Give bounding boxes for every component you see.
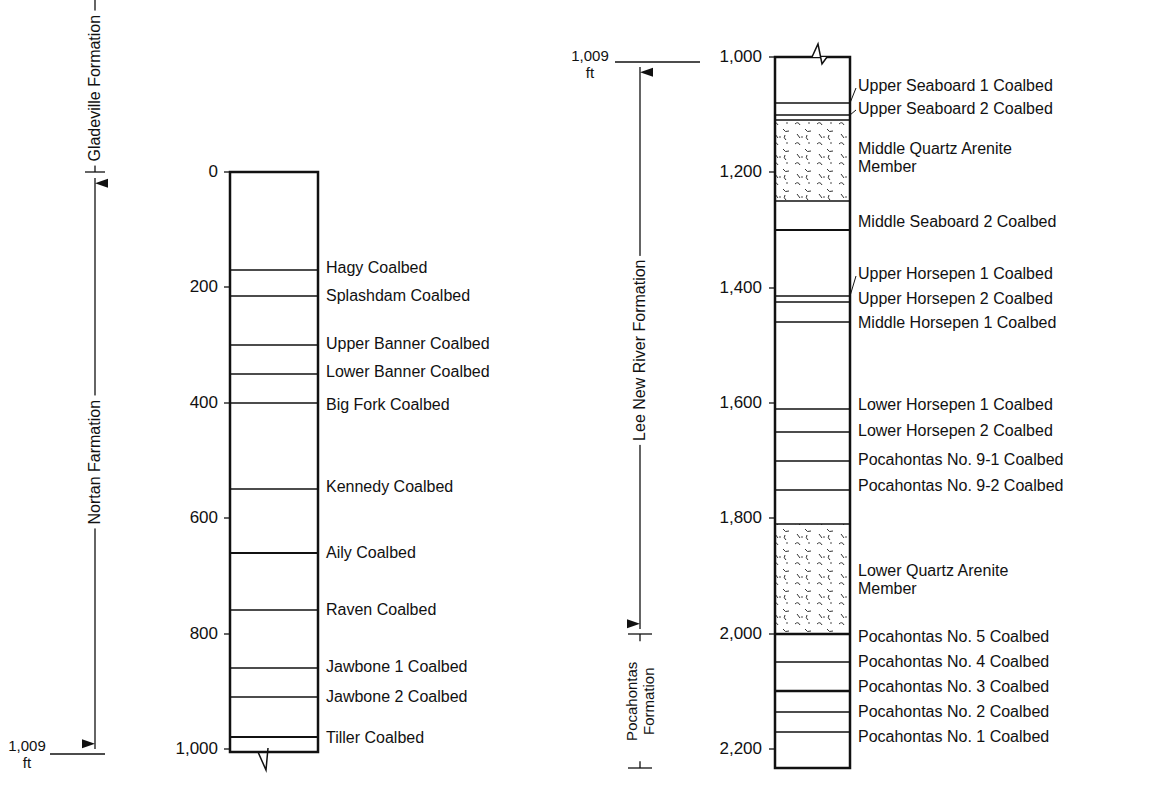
coalbed-label: Pocahontas No. 2 Coalbed [858, 703, 1049, 721]
depth-tick: 1,000 [175, 739, 218, 759]
coalbed-label: Pocahontas No. 3 Coalbed [858, 678, 1049, 696]
coalbed-label: Pocahontas No. 4 Coalbed [858, 653, 1049, 671]
coalbed-label: Tiller Coalbed [326, 729, 424, 747]
coalbed-label: Big Fork Coalbed [326, 396, 450, 414]
coalbed-label: Pocahontas No. 9-2 Coalbed [858, 477, 1063, 495]
coalbed-label: Upper Horsepen 1 Coalbed [858, 265, 1053, 283]
depth-tick: 200 [190, 277, 218, 297]
coalbed-label: Pocahontas No. 1 Coalbed [858, 728, 1049, 746]
depth-label: 1,009 ft [567, 47, 613, 82]
formation-label: Nortan Farmation [86, 396, 104, 529]
coalbed-label: Middle Seaboard 2 Coalbed [858, 213, 1056, 231]
depth-tick: 600 [190, 508, 218, 528]
coalbed-label: Jawbone 2 Coalbed [326, 688, 467, 706]
coalbed-label: Pocahontas No. 5 Coalbed [858, 628, 1049, 646]
coalbed-label: Hagy Coalbed [326, 259, 427, 277]
coalbed-label: Raven Coalbed [326, 601, 436, 619]
coalbed-label: Lower Banner Coalbed [326, 363, 490, 381]
depth-tick: 1,200 [719, 162, 762, 182]
coalbed-label: Jawbone 1 Coalbed [326, 658, 467, 676]
depth-tick: 1,400 [719, 278, 762, 298]
coalbed-label: Upper Seaboard 2 Coalbed [858, 100, 1053, 118]
coalbed-label: Upper Banner Coalbed [326, 335, 490, 353]
depth-tick: 400 [190, 393, 218, 413]
depth-tick: 1,000 [719, 47, 762, 67]
coalbed-label: Middle Horsepen 1 Coalbed [858, 314, 1056, 332]
coalbed-label: Lower Horsepen 1 Coalbed [858, 396, 1053, 414]
depth-tick: 800 [190, 624, 218, 644]
depth-tick: 2,000 [719, 624, 762, 644]
coalbed-label: Pocahontas No. 9-1 Coalbed [858, 451, 1063, 469]
coalbed-label: Splashdam Coalbed [326, 287, 470, 305]
formation-label: Pocahontas Formation [623, 641, 658, 761]
coalbed-label: Upper Horsepen 2 Coalbed [858, 290, 1053, 308]
coalbed-label: Kennedy Coalbed [326, 478, 453, 496]
depth-tick: 0 [209, 162, 218, 182]
depth-label: 1,009 ft [4, 737, 50, 772]
depth-tick: 1,600 [719, 393, 762, 413]
member-label: Middle Quartz Arenite Member [858, 140, 1058, 177]
member-label: Lower Quartz Arenite Member [858, 562, 1058, 599]
depth-tick: 1,800 [719, 508, 762, 528]
depth-tick: 2,200 [719, 739, 762, 759]
coalbed-label: Aily Coalbed [326, 544, 416, 562]
coalbed-label: Upper Seaboard 1 Coalbed [858, 77, 1053, 95]
formation-label: Lee New River Formation [631, 255, 649, 444]
formation-label: Gladeville Formation [86, 11, 104, 166]
coalbed-label: Lower Horsepen 2 Coalbed [858, 422, 1053, 440]
